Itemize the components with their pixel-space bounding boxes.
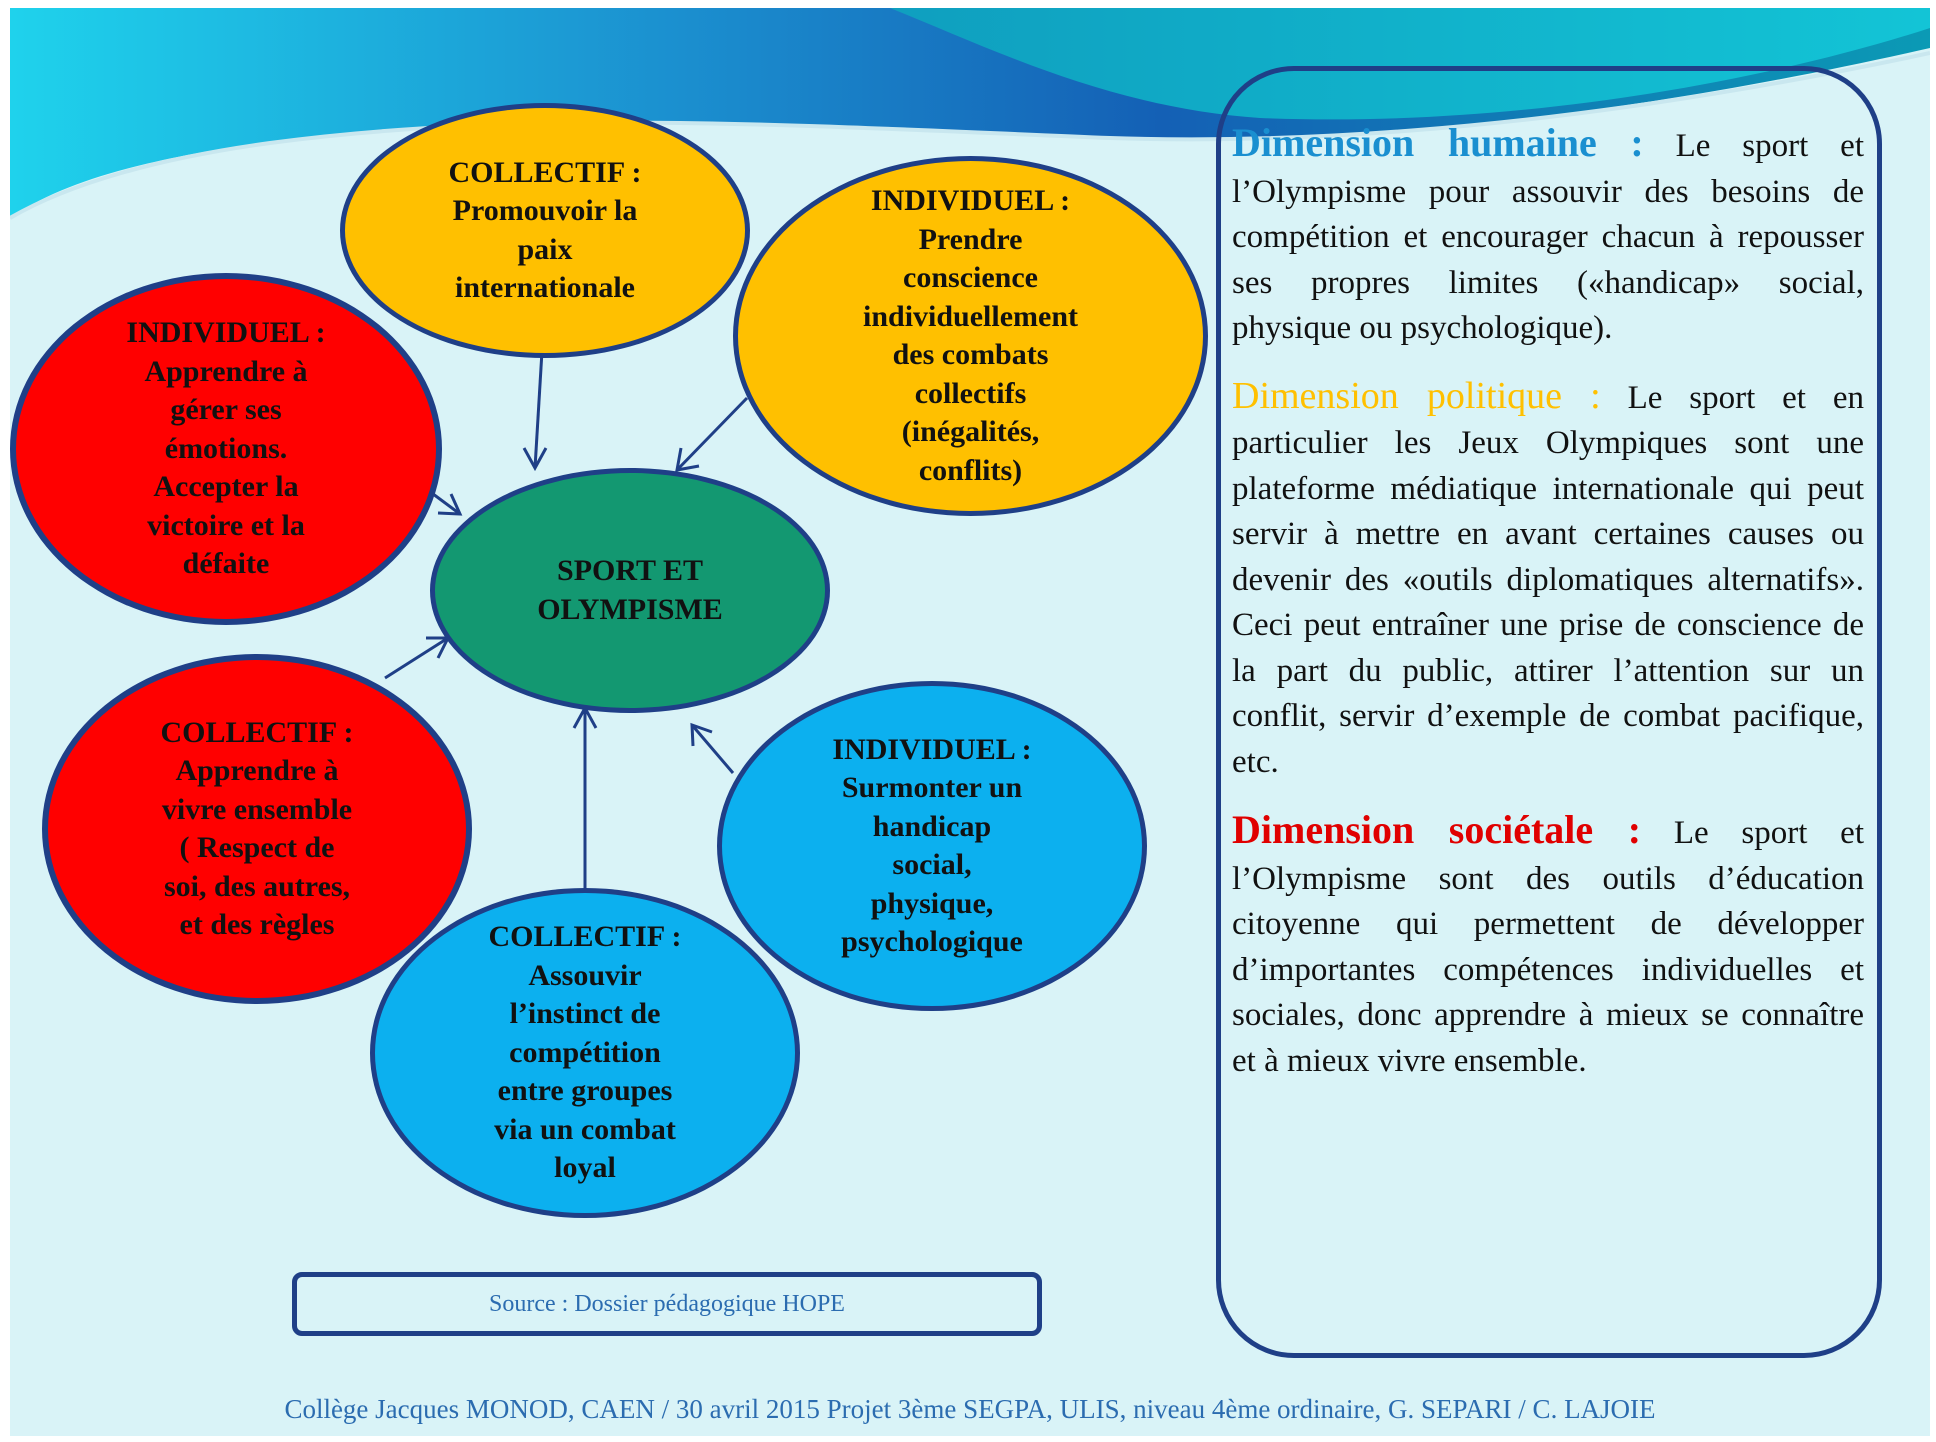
dimension-politique: Dimension politique : Le sport et en par…: [1232, 374, 1864, 786]
dimension-societale-heading: Dimension sociétale :: [1232, 807, 1642, 852]
text-line: l’instinct de: [509, 997, 661, 1031]
text-line: psychologique: [841, 925, 1023, 958]
text-line: Promouvoir la: [452, 194, 638, 227]
bubble-center-sport-olympisme: SPORT ET OLYMPISME: [430, 468, 830, 713]
text-line: COLLECTIF :: [488, 920, 682, 954]
dimensions-panel: [1216, 66, 1882, 1358]
text-line: internationale: [455, 271, 635, 304]
text-line: victoire et la: [147, 508, 305, 542]
text-line: Surmonter un: [841, 771, 1023, 804]
text-line: OLYMPISME: [537, 592, 723, 626]
text-line: loyal: [554, 1151, 616, 1185]
text-line: physique,: [870, 886, 994, 920]
text-line: ( Respect de: [179, 831, 335, 864]
source-text: Source : Dossier pédagogique HOPE: [489, 1290, 845, 1317]
arrow-from-individuel-conscience: [675, 396, 749, 472]
text-line: émotions.: [164, 431, 288, 465]
bubble-individuel-emotions: INDIVIDUEL : Apprendre à gérer ses émoti…: [10, 273, 442, 625]
footer-credits: Collège Jacques MONOD, CAEN / 30 avril 2…: [284, 1394, 1656, 1424]
dimensions-text: Dimension humaine : Le sport et l’Olympi…: [1232, 120, 1864, 1106]
text-line: compétition: [509, 1035, 661, 1069]
bubble-collectif-paix: COLLECTIF : Promouvoir la paix internati…: [340, 103, 750, 358]
text-line: Prendre: [918, 222, 1023, 256]
text-line: et des règles: [179, 908, 335, 941]
text-line: défaite: [182, 547, 270, 581]
text-line: des combats: [892, 338, 1049, 371]
text-line: INDIVIDUEL :: [870, 184, 1071, 217]
text-line: Accepter la: [153, 470, 299, 504]
bubble-individuel-conscience-text: INDIVIDUEL : Prendre conscience individu…: [855, 182, 1086, 490]
text-line: soi, des autres,: [163, 869, 351, 903]
dimension-politique-heading: Dimension politique :: [1232, 374, 1601, 417]
dimension-societale: Dimension sociétale : Le sport et l’Olym…: [1232, 807, 1864, 1084]
arrow-from-individuel-handicap: [690, 724, 735, 774]
text-line: conscience: [903, 261, 1038, 294]
bubble-center-text: SPORT ET OLYMPISME: [529, 552, 731, 629]
arrow-from-collectif-ensemble: [384, 636, 449, 680]
dimension-humaine-heading: Dimension humaine :: [1232, 120, 1644, 165]
bubble-individuel-handicap-text: INDIVIDUEL : Surmonter un handicap socia…: [824, 731, 1039, 962]
bubble-collectif-competition-text: COLLECTIF : Assouvir l’instinct de compé…: [480, 918, 689, 1188]
dimension-humaine-text: Le sport et l’Olympisme pour assouvir de…: [1232, 128, 1864, 346]
text-line: individuellement: [862, 299, 1079, 333]
arrow-from-collectif-paix: [533, 350, 544, 469]
bubble-individuel-handicap: INDIVIDUEL : Surmonter un handicap socia…: [717, 681, 1147, 1011]
bubble-collectif-paix-text: COLLECTIF : Promouvoir la paix internati…: [440, 154, 649, 308]
text-line: handicap: [872, 809, 992, 843]
text-line: COLLECTIF :: [160, 715, 354, 749]
text-line: Apprendre à: [175, 754, 339, 787]
text-line: collectifs: [914, 376, 1027, 410]
bubble-collectif-competition: COLLECTIF : Assouvir l’instinct de compé…: [370, 888, 800, 1218]
text-line: paix: [517, 232, 573, 266]
text-line: conflits): [918, 453, 1023, 487]
text-line: social,: [892, 848, 972, 881]
slide: COLLECTIF : Promouvoir la paix internati…: [10, 8, 1930, 1436]
dimension-politique-text: Le sport et en particulier les Jeux Olym…: [1232, 379, 1864, 780]
text-line: via un combat: [494, 1112, 676, 1146]
text-line: INDIVIDUEL :: [126, 316, 326, 350]
dimension-humaine: Dimension humaine : Le sport et l’Olympi…: [1232, 120, 1864, 352]
text-line: Assouvir: [528, 958, 642, 992]
bubble-collectif-ensemble: COLLECTIF : Apprendre à vivre ensemble (…: [42, 654, 472, 1004]
text-line: COLLECTIF :: [448, 155, 642, 189]
bubble-individuel-conscience: INDIVIDUEL : Prendre conscience individu…: [733, 156, 1208, 516]
text-line: gérer ses: [170, 393, 282, 427]
text-line: SPORT ET: [557, 554, 703, 587]
bubble-individuel-emotions-text: INDIVIDUEL : Apprendre à gérer ses émoti…: [118, 314, 333, 584]
bubble-collectif-ensemble-text: COLLECTIF : Apprendre à vivre ensemble (…: [152, 714, 361, 945]
source-box: Source : Dossier pédagogique HOPE: [292, 1272, 1042, 1336]
header-wave-banner: [10, 8, 1930, 220]
text-line: (inégalités,: [901, 415, 1040, 448]
text-line: entre groupes: [497, 1074, 673, 1108]
text-line: INDIVIDUEL :: [832, 732, 1032, 766]
dimension-societale-text: Le sport et l’Olympisme sont des outils …: [1232, 815, 1865, 1079]
arrows-layer: [384, 350, 749, 901]
text-line: Apprendre à: [144, 354, 308, 388]
text-line: vivre ensemble: [161, 792, 353, 826]
